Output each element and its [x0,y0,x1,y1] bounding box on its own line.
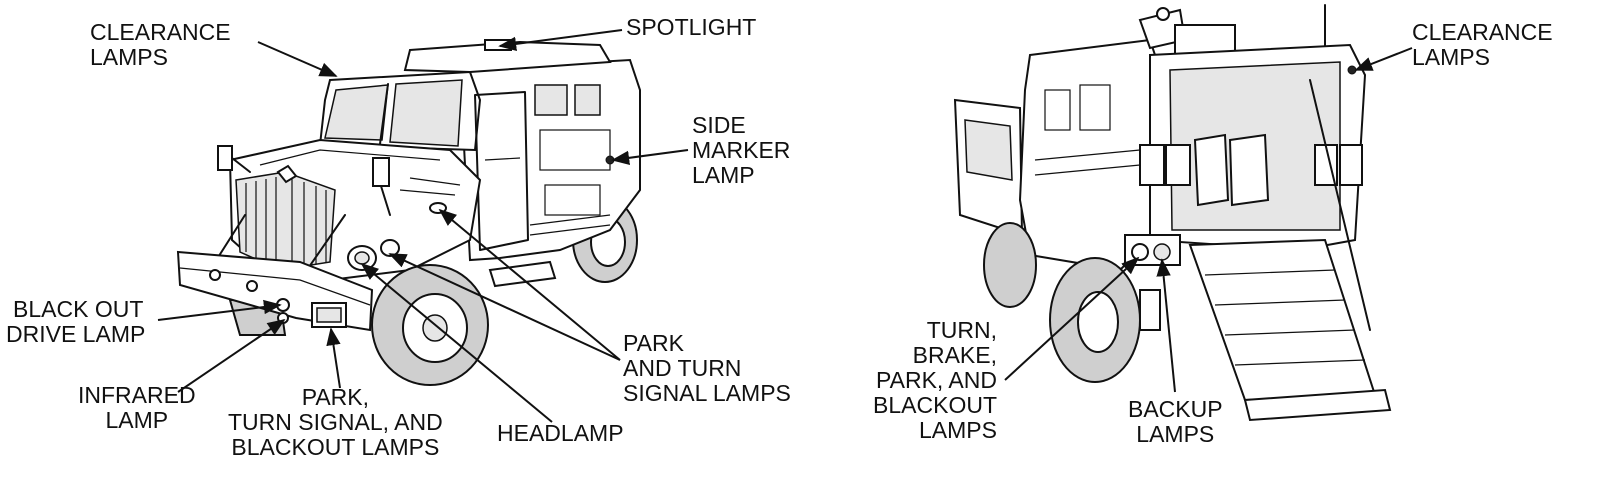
rear-view-truck [953,4,1392,422]
label-side-marker-lamp: SIDE MARKER LAMP [692,112,791,188]
label-clearance-lamps-front: CLEARANCE LAMPS [90,19,231,70]
label-backup-lamps: BACKUP LAMPS [1128,396,1223,447]
label-infrared-lamp: INFRARED LAMP [78,382,196,433]
label-turn-brake-park-blackout-lamps: TURN, BRAKE, PARK, AND BLACKOUT LAMPS [873,317,997,443]
label-spotlight: SPOTLIGHT [626,14,757,40]
label-black-out-drive-lamp: BLACK OUT DRIVE LAMP [6,296,146,347]
label-park-turn-signal-blackout-lamps: PARK, TURN SIGNAL, AND BLACKOUT LAMPS [228,384,443,460]
label-headlamp: HEADLAMP [497,420,624,446]
front-view-truck [176,39,641,386]
label-park-and-turn-signal-lamps: PARK AND TURN SIGNAL LAMPS [623,330,791,406]
leader-lines [157,29,1413,423]
label-clearance-lamps-rear: CLEARANCE LAMPS [1412,19,1553,70]
